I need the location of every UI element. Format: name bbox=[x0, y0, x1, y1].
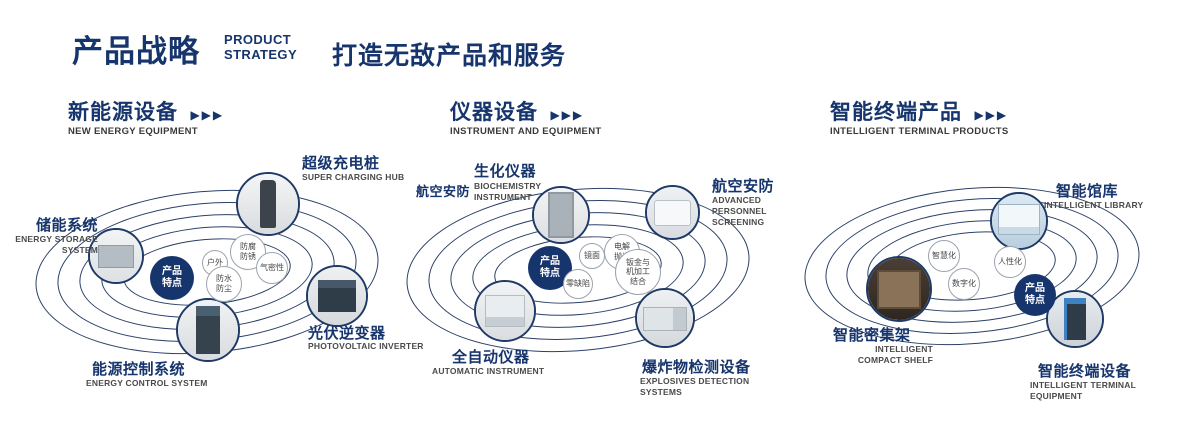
super-charging-hub-label-en: SUPER CHARGING HUB bbox=[302, 172, 405, 182]
feature-text: 数字化 bbox=[952, 279, 976, 289]
energy-control-system-label-en: ENERGY CONTROL SYSTEM bbox=[86, 378, 208, 388]
feature-bubble: 智慧化 bbox=[928, 240, 960, 272]
photovoltaic-inverter-label: 光伏逆变器 bbox=[308, 325, 386, 342]
page-title-en: PRODUCT STRATEGY bbox=[224, 32, 298, 63]
product-biochemistry-instrument bbox=[532, 186, 590, 244]
personnel-screening-label-en: ADVANCED PERSONNEL SCREENING bbox=[712, 195, 767, 228]
product-energy-control-system bbox=[176, 298, 240, 362]
product-photovoltaic-inverter bbox=[306, 265, 368, 327]
triple-arrow-icon: ▶▶▶ bbox=[550, 108, 585, 122]
explosives-detection-label-en: EXPLOSIVES DETECTION SYSTEMS bbox=[640, 376, 750, 398]
personnel-screening-label: 航空安防 bbox=[712, 178, 775, 195]
section-terminal-subtitle: INTELLIGENT TERMINAL PRODUCTS bbox=[830, 126, 1009, 137]
product-features-circle: 产品特点 bbox=[1014, 274, 1056, 316]
feature-bubble: 防水防尘 bbox=[206, 266, 242, 302]
automatic-instrument-photo bbox=[476, 282, 534, 340]
energy-control-system-photo bbox=[178, 300, 238, 360]
feature-bubble: 气密性 bbox=[256, 252, 288, 284]
feature-text: 防腐防锈 bbox=[240, 242, 256, 261]
biochemistry-instrument-label-en: BIOCHEMISTRY INSTRUMENT bbox=[474, 181, 542, 203]
product-super-charging-hub bbox=[236, 172, 300, 236]
energy-control-system-label: 能源控制系统 bbox=[92, 361, 186, 378]
intelligent-library-label-en: INTELLIGENT LIBRARY bbox=[1044, 200, 1144, 210]
product-intelligent-compact-shelf bbox=[866, 256, 932, 322]
product-explosives-detection bbox=[635, 288, 695, 348]
slogan: 打造无敌产品和服务 bbox=[332, 42, 567, 70]
product-features-label: 产品特点 bbox=[540, 255, 560, 280]
photovoltaic-inverter-label-en: PHOTOVOLTAIC INVERTER bbox=[308, 341, 424, 351]
biochemistry-instrument-photo bbox=[534, 188, 588, 242]
feature-text: 零缺陷 bbox=[566, 279, 590, 289]
product-features-circle: 产品特点 bbox=[528, 246, 572, 290]
energy-storage-photo bbox=[90, 230, 142, 282]
product-intelligent-library bbox=[990, 192, 1048, 250]
intelligent-compact-shelf-label-en: INTELLIGENT COMPACT SHELF bbox=[857, 344, 933, 366]
section-instrument-header: 仪器设备 ▶▶▶ bbox=[450, 96, 584, 126]
triple-arrow-icon: ▶▶▶ bbox=[190, 108, 225, 122]
product-energy-storage bbox=[88, 228, 144, 284]
intelligent-library-photo bbox=[992, 194, 1046, 248]
photovoltaic-inverter-photo bbox=[308, 267, 366, 325]
feature-text: 气密性 bbox=[260, 263, 284, 273]
automatic-instrument-label: 全自动仪器 bbox=[452, 349, 530, 366]
product-features-label: 产品特点 bbox=[1025, 282, 1045, 307]
intelligent-terminal-equipment-label: 智能终端设备 bbox=[1038, 363, 1132, 380]
product-intelligent-terminal-equipment bbox=[1046, 290, 1104, 348]
intelligent-library-label: 智能馆库 bbox=[1056, 183, 1119, 200]
biochemistry-instrument-label: 生化仪器 bbox=[474, 163, 537, 180]
aviation-security-side-label: 航空安防 bbox=[416, 184, 471, 199]
energy-storage-label: 储能系统 bbox=[35, 217, 98, 234]
feature-text: 钣金与机加工结合 bbox=[626, 257, 650, 286]
feature-bubble: 数字化 bbox=[948, 268, 980, 300]
section-new-energy-title: 新能源设备 bbox=[68, 101, 178, 124]
feature-bubble: 镜面 bbox=[579, 243, 605, 269]
page-title-en-line1: PRODUCT bbox=[224, 32, 292, 47]
automatic-instrument-label-en: AUTOMATIC INSTRUMENT bbox=[432, 366, 545, 376]
feature-text: 户外 bbox=[207, 258, 223, 268]
section-new-energy-header: 新能源设备 ▶▶▶ bbox=[68, 96, 224, 126]
section-instrument-subtitle: INSTRUMENT AND EQUIPMENT bbox=[450, 126, 602, 137]
section-new-energy-subtitle: NEW ENERGY EQUIPMENT bbox=[68, 126, 198, 137]
triple-arrow-icon: ▶▶▶ bbox=[974, 108, 1009, 122]
feature-bubble: 钣金与机加工结合 bbox=[615, 249, 661, 295]
product-features-circle: 产品特点 bbox=[150, 256, 194, 300]
product-features-label: 产品特点 bbox=[162, 265, 182, 290]
product-personnel-screening bbox=[645, 185, 700, 240]
feature-bubble: 人性化 bbox=[994, 246, 1026, 278]
super-charging-hub-label: 超级充电桩 bbox=[302, 155, 380, 172]
super-charging-hub-photo bbox=[238, 174, 298, 234]
personnel-screening-photo bbox=[647, 187, 698, 238]
explosives-detection-label: 爆炸物检测设备 bbox=[642, 359, 751, 376]
feature-text: 防水防尘 bbox=[216, 274, 232, 293]
feature-bubble: 零缺陷 bbox=[563, 269, 593, 299]
section-instrument-title: 仪器设备 bbox=[450, 101, 538, 124]
section-terminal-title: 智能终端产品 bbox=[830, 101, 962, 124]
explosives-detection-photo bbox=[637, 290, 693, 346]
section-terminal-header: 智能终端产品 ▶▶▶ bbox=[830, 96, 1008, 126]
intelligent-compact-shelf-label: 智能密集架 bbox=[833, 327, 911, 344]
page-title-en-line2: STRATEGY bbox=[224, 46, 298, 62]
feature-text: 镜面 bbox=[584, 251, 600, 261]
page-title: 产品战略 bbox=[72, 34, 200, 69]
feature-text: 人性化 bbox=[998, 257, 1022, 267]
energy-storage-label-en: ENERGY STORAGE SYSTEM bbox=[15, 234, 98, 256]
intelligent-terminal-equipment-photo bbox=[1048, 292, 1102, 346]
feature-text: 智慧化 bbox=[932, 251, 956, 261]
intelligent-compact-shelf-photo bbox=[868, 258, 930, 320]
product-automatic-instrument bbox=[474, 280, 536, 342]
intelligent-terminal-equipment-label-en: INTELLIGENT TERMINAL EQUIPMENT bbox=[1030, 380, 1136, 402]
